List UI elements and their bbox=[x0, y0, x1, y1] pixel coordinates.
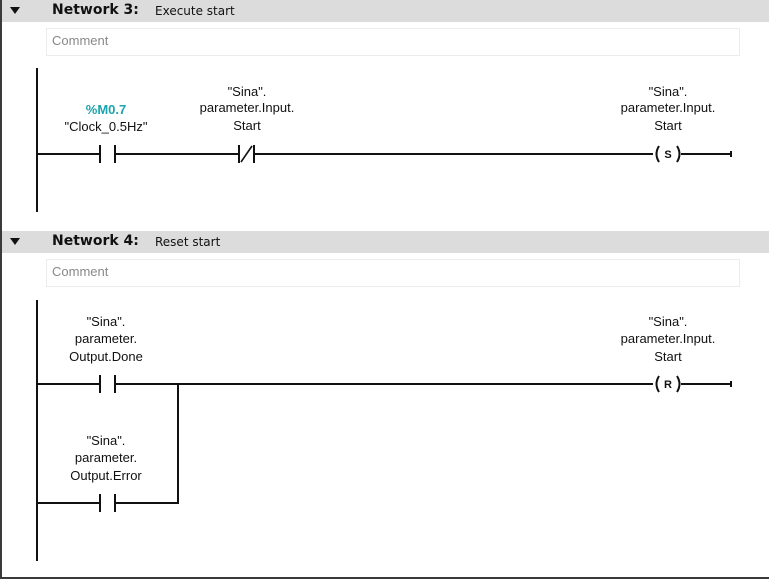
collapse-arrow-icon[interactable] bbox=[10, 7, 20, 14]
contact-tag-line: parameter. bbox=[75, 450, 137, 465]
coil-tag-line: Start bbox=[654, 118, 682, 133]
contact-tag-line: "Sina". bbox=[87, 433, 126, 448]
contact-tag-line: "Sina". bbox=[228, 84, 267, 99]
collapse-arrow-icon[interactable] bbox=[10, 238, 20, 245]
network-3-name[interactable]: Execute start bbox=[155, 4, 235, 18]
network-4-ladder: "Sina". parameter. Output.Done "Sina". p… bbox=[36, 300, 732, 561]
contact-tag-line: "Sina". bbox=[87, 314, 126, 329]
contact-address: %M0.7 bbox=[86, 102, 126, 117]
coil-tag-line: Start bbox=[654, 349, 682, 364]
set-coil[interactable]: "Sina". parameter.Input. Start S bbox=[621, 84, 732, 163]
contact-tag-line: parameter.Input. bbox=[200, 100, 295, 115]
contact-tag-line: Output.Error bbox=[70, 468, 142, 483]
network-3: Network 3: Execute start Comment %M0.7 "… bbox=[2, 0, 769, 228]
coil-tag-line: parameter.Input. bbox=[621, 331, 716, 346]
network-4-title: Network 4: bbox=[52, 233, 139, 249]
no-contact-clock[interactable]: %M0.7 "Clock_0.5Hz" bbox=[37, 102, 148, 163]
network-4-header[interactable]: Network 4: Reset start bbox=[2, 231, 769, 253]
network-3-header[interactable]: Network 3: Execute start bbox=[2, 0, 769, 22]
comment-placeholder: Comment bbox=[52, 264, 109, 279]
contact-tag-line: "Clock_0.5Hz" bbox=[65, 119, 148, 134]
network-4: Network 4: Reset start Comment "Sina". p… bbox=[2, 231, 769, 579]
coil-letter: R bbox=[664, 379, 672, 391]
coil-tag-line: "Sina". bbox=[649, 314, 688, 329]
network-3-title: Network 3: bbox=[52, 2, 139, 18]
contact-tag-line: Start bbox=[233, 118, 261, 133]
contact-tag-line: Output.Done bbox=[69, 349, 143, 364]
network-3-ladder: %M0.7 "Clock_0.5Hz" "Sina". parameter.In… bbox=[36, 68, 732, 212]
reset-coil[interactable]: "Sina". parameter.Input. Start R bbox=[621, 314, 732, 393]
network-3-comment-field[interactable]: Comment bbox=[46, 28, 740, 56]
network-4-comment-field[interactable]: Comment bbox=[46, 259, 740, 287]
no-contact-done[interactable]: "Sina". parameter. Output.Done bbox=[37, 314, 143, 393]
comment-placeholder: Comment bbox=[52, 33, 109, 48]
contact-tag-line: parameter. bbox=[75, 331, 137, 346]
network-4-name[interactable]: Reset start bbox=[155, 235, 221, 249]
no-contact-error[interactable]: "Sina". parameter. Output.Error bbox=[37, 433, 142, 512]
nc-slash bbox=[240, 145, 253, 163]
coil-tag-line: "Sina". bbox=[649, 84, 688, 99]
nc-contact-start[interactable]: "Sina". parameter.Input. Start bbox=[200, 84, 295, 163]
coil-letter: S bbox=[664, 149, 671, 161]
coil-tag-line: parameter.Input. bbox=[621, 100, 716, 115]
